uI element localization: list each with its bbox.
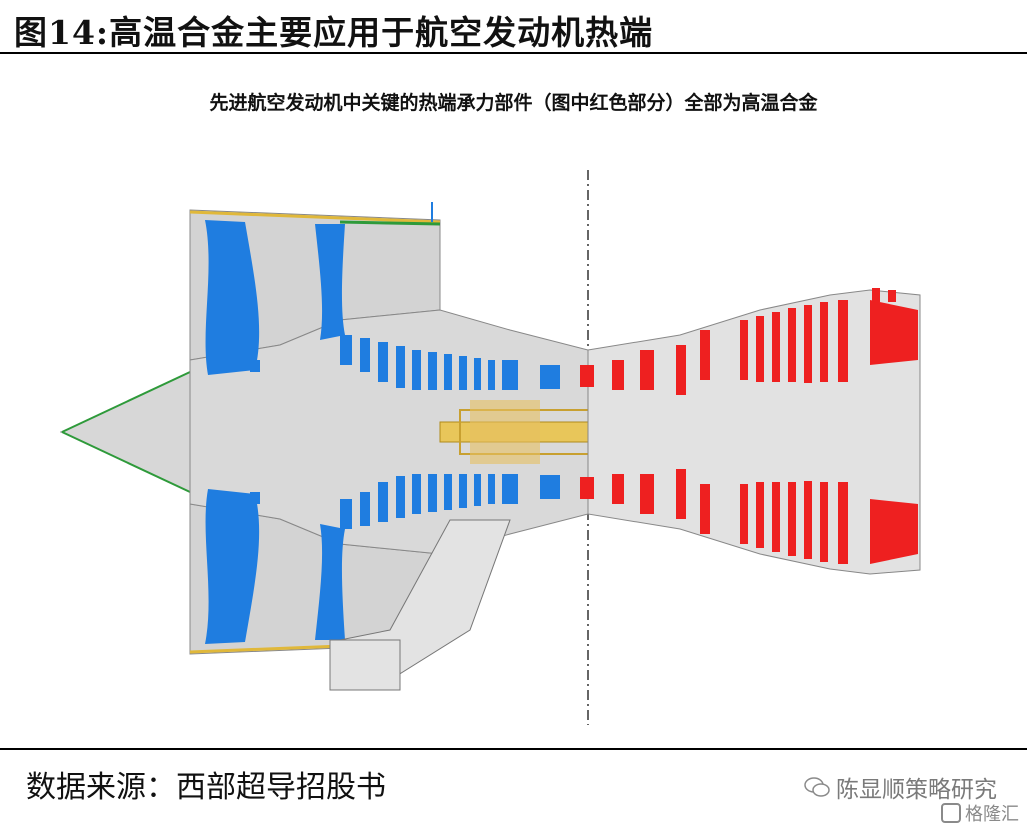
fan-blade-upper	[205, 220, 260, 375]
watermark-2: 格隆汇	[941, 800, 1019, 826]
gelonghui-logo-icon	[941, 803, 961, 823]
wechat-icon	[804, 777, 830, 797]
fan-blade-lower	[205, 489, 260, 644]
hot-section-lower	[580, 469, 918, 564]
watermark-text: 陈显顺策略研究	[836, 777, 997, 803]
nose-cone	[60, 371, 191, 493]
engine-diagram	[60, 170, 921, 725]
footer-rule	[0, 748, 1027, 750]
compressor-upper	[340, 335, 560, 390]
title-rule	[0, 52, 1027, 54]
watermark: 陈显顺策略研究	[804, 770, 997, 804]
data-source: 数据来源：西部超导招股书	[26, 770, 386, 805]
turbine-casing	[587, 289, 921, 575]
watermark-2-text: 格隆汇	[965, 804, 1019, 825]
hot-section-upper	[580, 288, 918, 395]
compressor-lower	[340, 474, 560, 529]
figure-title: 图14:高温合金主要应用于航空发动机热端	[14, 13, 654, 52]
diagram-subtitle: 先进航空发动机中关键的热端承力部件（图中红色部分）全部为高温合金	[209, 92, 818, 114]
